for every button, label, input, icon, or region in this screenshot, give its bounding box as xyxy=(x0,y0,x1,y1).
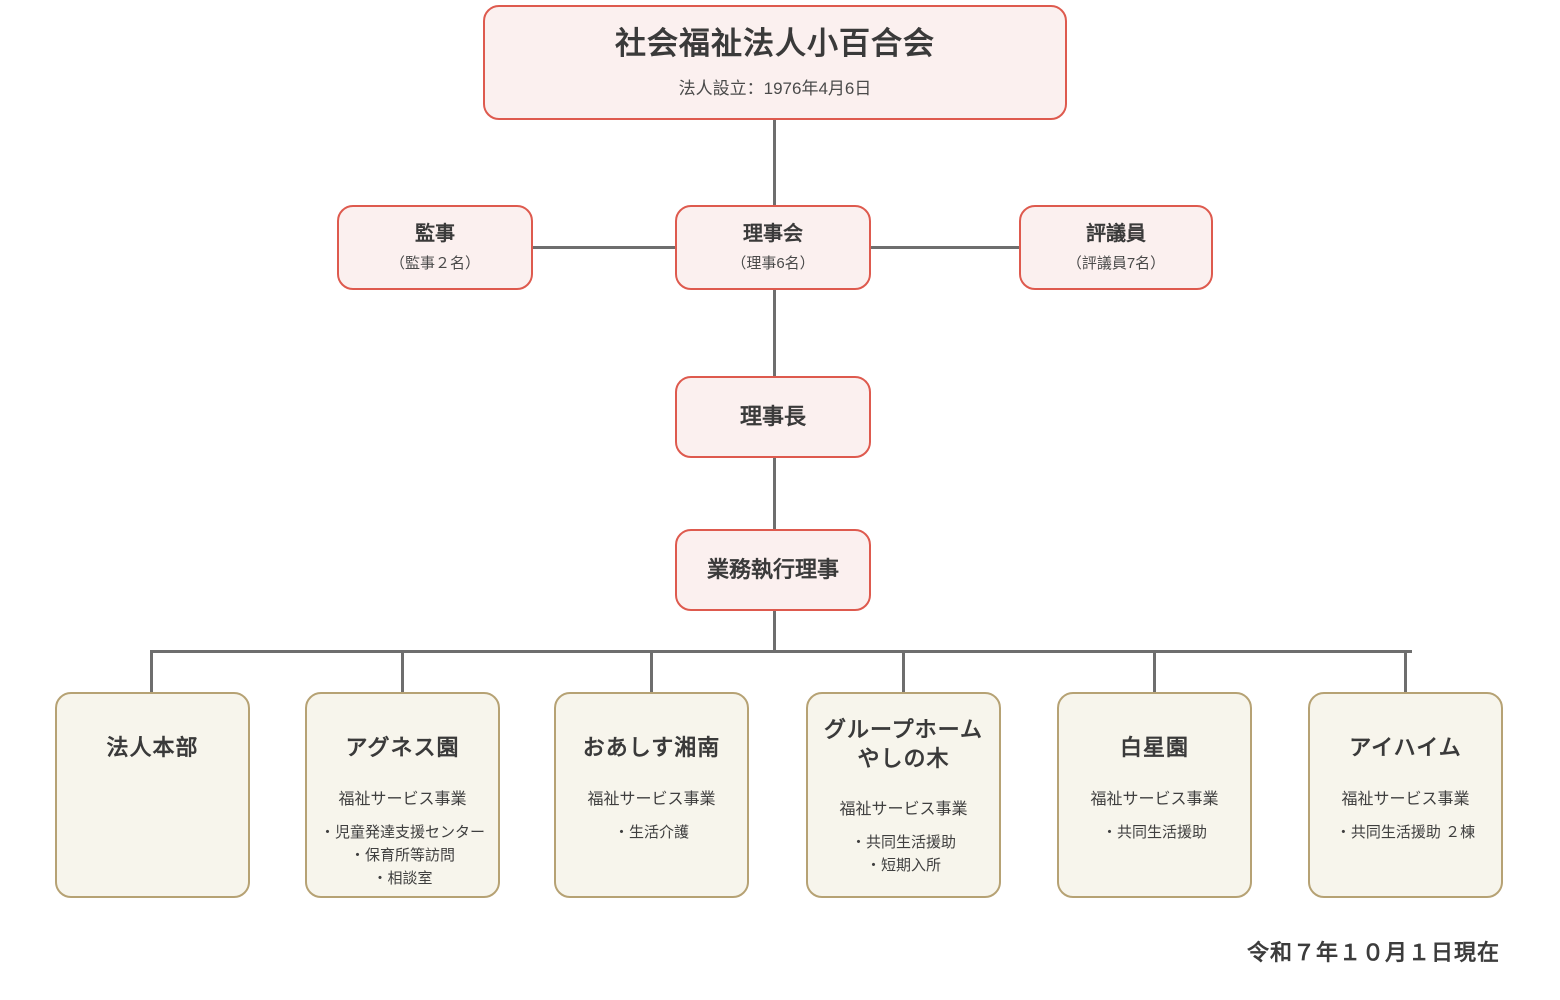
connector-managing-director-to-bus xyxy=(773,609,776,652)
facility-name: アイハイム xyxy=(1349,735,1462,760)
facility-service-item: ・相談室 xyxy=(372,870,433,888)
facility-category: 福祉サービス事業 xyxy=(1090,790,1219,808)
connector-horizontal-bus xyxy=(151,650,1412,653)
facility-service-item: ・短期入所 xyxy=(865,857,941,875)
facility-category: 福祉サービス事業 xyxy=(839,801,968,819)
node-councillors[interactable]: 評議員 （評議員7名） xyxy=(1019,205,1213,290)
auditor-title: 監事 xyxy=(415,223,455,245)
connector-drop-3 xyxy=(902,650,905,694)
as-of-date-label: 令和７年１０月１日現在 xyxy=(1246,940,1500,965)
connector-drop-0 xyxy=(150,650,153,694)
facility-service-item: ・児童発達支援センター xyxy=(319,823,485,841)
connector-drop-5 xyxy=(1404,650,1407,694)
node-facility[interactable]: 法人本部 xyxy=(55,692,250,898)
node-board-of-directors[interactable]: 理事会 （理事6名） xyxy=(675,205,871,290)
node-corporation-root[interactable]: 社会福祉法人小百合会 法人設立：1976年4月6日 xyxy=(483,5,1067,120)
councillors-count: （評議員7名） xyxy=(1066,255,1166,272)
facility-service-item: ・保育所等訪問 xyxy=(349,846,455,864)
connector-board-to-chairman xyxy=(773,288,776,378)
facility-service-list: ・生活介護 xyxy=(614,821,689,844)
facility-service-list: ・共同生活援助 xyxy=(1102,821,1207,844)
node-facility[interactable]: 白星園福祉サービス事業・共同生活援助 xyxy=(1057,692,1252,898)
facility-name-line2: やしの木 xyxy=(857,745,950,771)
connector-drop-1 xyxy=(401,650,404,694)
connector-board-to-auditor xyxy=(532,246,677,249)
facility-name: アグネス園 xyxy=(345,735,460,760)
councillors-title: 評議員 xyxy=(1086,223,1146,245)
auditor-count: （監事２名） xyxy=(389,255,480,272)
facility-category: 福祉サービス事業 xyxy=(587,790,716,808)
facility-service-item: ・共同生活援助 xyxy=(850,834,956,852)
facility-service-list: ・共同生活援助・短期入所 xyxy=(851,831,956,878)
facility-service-item: ・生活介護 xyxy=(613,823,689,841)
facility-name: 法人本部 xyxy=(106,735,199,760)
facility-category: 福祉サービス事業 xyxy=(1341,790,1470,808)
facility-service-item: ・共同生活援助 xyxy=(1101,823,1207,841)
facility-name: おあしす湘南 xyxy=(582,735,721,760)
facility-service-list: ・共同生活援助 ２棟 xyxy=(1336,821,1475,844)
facility-service-item: ・共同生活援助 ２棟 xyxy=(1335,823,1476,841)
chairman-title: 理事長 xyxy=(739,403,806,429)
facility-name: 白星園 xyxy=(1119,735,1189,760)
facility-name: グループホーム xyxy=(823,717,984,742)
facility-category: 福祉サービス事業 xyxy=(338,790,467,808)
connector-board-to-councillors xyxy=(869,246,1021,249)
connector-drop-2 xyxy=(650,650,653,694)
board-title: 理事会 xyxy=(743,223,803,245)
node-facility[interactable]: おあしす湘南福祉サービス事業・生活介護 xyxy=(554,692,749,898)
corporation-name: 社会福祉法人小百合会 xyxy=(615,26,935,62)
node-chairman[interactable]: 理事長 xyxy=(675,376,871,458)
board-count: （理事6名） xyxy=(731,255,815,272)
node-auditor[interactable]: 監事 （監事２名） xyxy=(337,205,533,290)
corporation-founding-date: 法人設立：1976年4月6日 xyxy=(678,78,872,98)
connector-chairman-to-managing-director xyxy=(773,456,776,531)
managing-director-title: 業務執行理事 xyxy=(706,556,839,582)
connector-root-to-board xyxy=(773,118,776,207)
facility-service-list: ・児童発達支援センター・保育所等訪問・相談室 xyxy=(320,821,485,891)
node-managing-director[interactable]: 業務執行理事 xyxy=(675,529,871,611)
node-facility[interactable]: アグネス園福祉サービス事業・児童発達支援センター・保育所等訪問・相談室 xyxy=(305,692,500,898)
node-facility[interactable]: アイハイム福祉サービス事業・共同生活援助 ２棟 xyxy=(1308,692,1503,898)
node-facility[interactable]: グループホームやしの木福祉サービス事業・共同生活援助・短期入所 xyxy=(806,692,1001,898)
connector-drop-4 xyxy=(1153,650,1156,694)
